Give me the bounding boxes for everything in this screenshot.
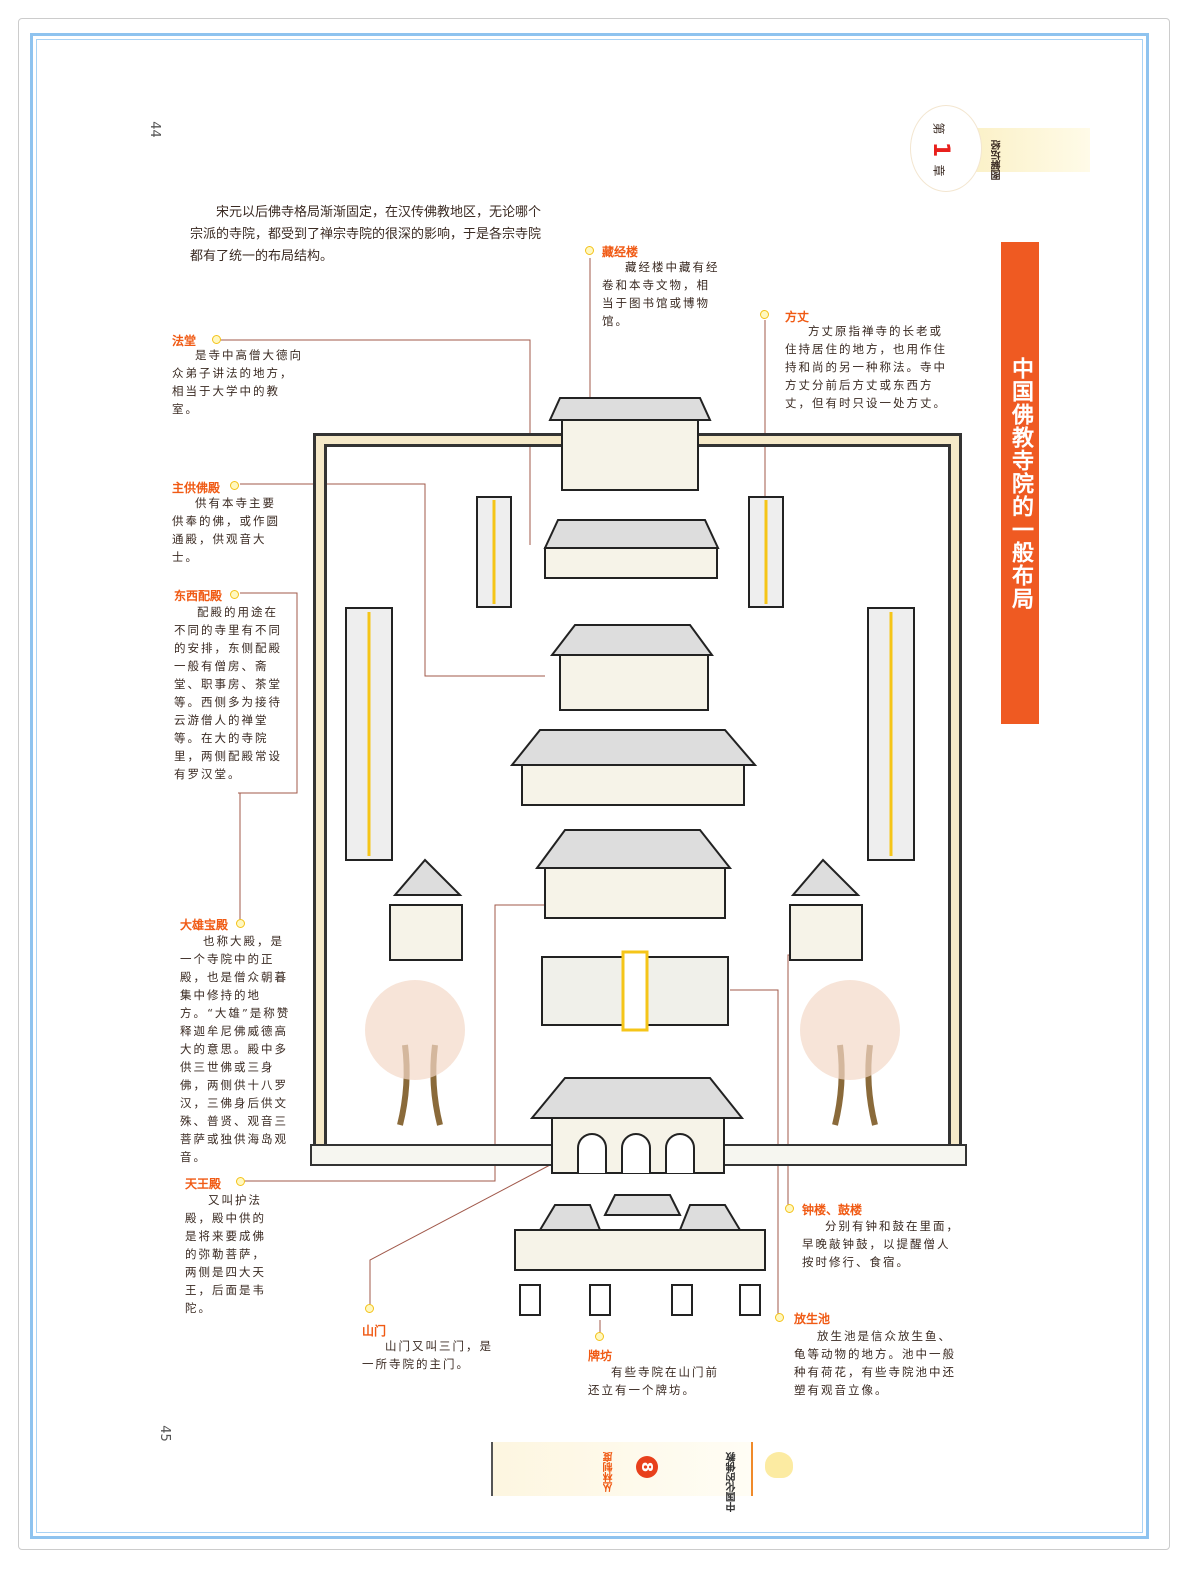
marker-dot — [236, 1177, 245, 1186]
desc-fangshengchi: 放生池是信众放生鱼、龟等动物的地方。池中一般种有荷花，有些寺院池中还塑有观音立像… — [794, 1329, 956, 1397]
sutra-library — [548, 397, 712, 491]
lotus-icon — [765, 1452, 793, 1478]
desc-daxiongbaodian: 也称大殿，是一个寺院中的正殿，也是僧众朝暮集中修持的地方。“大雄”是称赞释迦牟尼… — [180, 934, 291, 1164]
footer-chapter-badge: 8 — [636, 1456, 658, 1478]
marker-dot — [230, 590, 239, 599]
label-dongxipeidian: 东西配殿 — [174, 589, 223, 603]
leader-lines — [220, 258, 800, 1333]
label-daxiongbaodian: 大雄宝殿 — [180, 918, 229, 932]
marker-dot — [585, 246, 594, 255]
marker-dot — [212, 335, 221, 344]
label-fangzhang: 方丈 — [785, 310, 810, 324]
footer-chapter-title: 丛林制度 — [604, 1452, 615, 1492]
marker-dot — [365, 1304, 374, 1313]
footer-band — [491, 1442, 753, 1496]
central-halls — [389, 397, 863, 1316]
label-fatang: 法堂 — [172, 334, 197, 348]
label-zhugongfodian: 主供佛殿 — [172, 481, 221, 495]
marker-dot — [775, 1313, 784, 1322]
intro-paragraph: 宋元以后佛寺格局渐渐固定，在汉传佛教地区，无论哪个宗派的寺院，都受到了禅宗寺院的… — [190, 205, 542, 264]
mahavira-hall — [509, 729, 758, 806]
marker-dot — [760, 310, 769, 319]
heavenly-kings-hall — [535, 829, 733, 919]
page-border — [18, 18, 1170, 1550]
footer-chapter-number: 8 — [638, 1461, 656, 1473]
page-title: 中国佛教寺院的一般布局 — [1001, 242, 1039, 724]
memorial-archway — [514, 1194, 766, 1316]
desc-zhonglougulou: 分别有钟和鼓在里面，早晚敲钟鼓，以提醒僧人按时修行、食宿。 — [802, 1219, 960, 1269]
marker-dot — [236, 919, 245, 928]
desc-tianwangdian: 又叫护法殿，殿中供的是将来要成佛的弥勒菩萨，两侧是四大天王，后面是韦陀。 — [185, 1193, 266, 1315]
side-halls — [345, 496, 915, 861]
release-pond — [541, 950, 729, 1032]
desc-fatang: 是寺中高僧大德向众弟子讲法的地方，相当于大学中的教室。 — [172, 348, 303, 416]
page-frame — [30, 33, 1149, 1539]
desc-fangzhang: 方丈原指禅寺的长老或住持居住的地方，也用作住持和尚的另一种称法。寺中方丈分前后方… — [785, 324, 947, 410]
label-zhonglougulou: 钟楼、鼓楼 — [802, 1203, 863, 1217]
footer-section-title: 中国化的佛教 — [727, 1452, 738, 1512]
desc-paifang: 有些寺院在山门前还立有一个牌坊。 — [588, 1365, 719, 1397]
label-paifang: 牌坊 — [588, 1349, 613, 1363]
marker-dot — [785, 1204, 794, 1213]
marker-dot — [595, 1332, 604, 1341]
trees — [365, 980, 900, 1126]
mountain-gate — [529, 1077, 745, 1174]
header-band — [975, 128, 1090, 172]
bell-tower — [389, 858, 463, 961]
label-cangjinglou: 藏经楼 — [602, 245, 639, 259]
label-tianwangdian: 天王殿 — [185, 1177, 222, 1191]
desc-zhugongfodian: 供有本寺主要供奉的佛，或作圆通殿，供观音大士。 — [172, 496, 280, 564]
label-shanmen: 山门 — [362, 1324, 387, 1338]
label-fangshengchi: 放生池 — [794, 1312, 831, 1326]
desc-shanmen: 山门又叫三门，是一所寺院的主门。 — [362, 1339, 493, 1371]
dharma-hall — [549, 624, 714, 711]
desc-dongxipeidian: 配殿的用途在不同的寺里有不同的安排，东侧配殿一般有僧房、斋堂、职事房、茶堂等。西… — [174, 605, 282, 781]
drum-tower — [789, 858, 863, 961]
desc-cangjinglou: 藏经楼中藏有经卷和本寺文物，相当于图书馆或博物馆。 — [602, 260, 720, 328]
main-buddha-hall — [543, 519, 720, 579]
header-medallion — [910, 105, 982, 192]
marker-dot — [230, 481, 239, 490]
